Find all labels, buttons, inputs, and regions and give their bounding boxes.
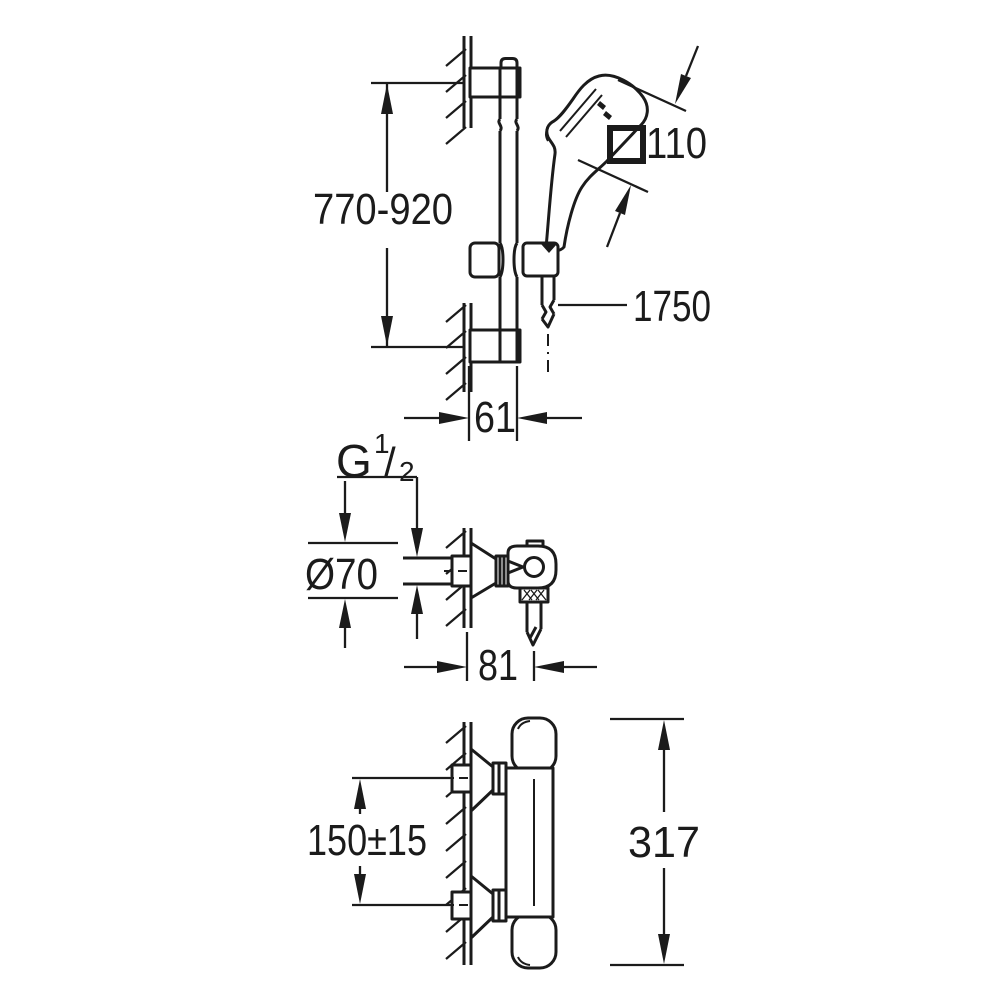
hand-shower [544,73,649,253]
spray-face-line-inner [565,94,603,138]
hose-length-label: 1750 [633,282,711,331]
spray-nozzle-mark [603,111,612,120]
mixer-body [504,766,555,919]
rail-break [497,117,520,132]
dimension-rosette-diameter: Ø70 [305,481,398,648]
dimension-head-width: 110 [577,45,707,248]
wall-union-drawing: G 1 / 2 Ø70 [305,414,597,690]
square-dimension-icon [607,125,646,164]
thread-size-label: G 1 / 2 [336,414,415,487]
rosette-diameter-label: Ø70 [305,550,378,599]
supply-connection-bottom [445,874,508,940]
supply-connection-top [445,747,508,813]
rail-waist [498,242,519,278]
connection-spacing-label: 150±15 [307,816,427,865]
shower-rail [497,57,520,330]
dimension-wall-offset: 61 [404,366,582,442]
hose-break [540,299,556,329]
rail-bracket-top [468,66,522,99]
wall-section-mixer [445,722,473,965]
wall-offset-label: 61 [474,393,516,442]
wall-section-bottom [445,303,473,401]
spray-face-line [559,88,597,132]
shower-hose [540,276,556,375]
union-hose [525,602,543,647]
shower-rail-drawing: 770-920 110 1750 61 [313,36,711,442]
dimension-thread-size: G 1 / 2 [336,414,423,639]
dimension-connection-spacing: 150±15 [307,776,450,907]
supply-pipe [403,554,479,588]
escutcheon-cone [469,747,495,813]
holder-body [506,539,558,647]
escutcheon-cone [469,874,495,940]
hose-break [525,626,543,647]
spray-nozzle-mark [597,101,606,110]
handle-cone-tip [541,244,557,253]
dimension-projection: 81 [404,632,597,690]
wall-section-top [445,36,473,145]
rail-bracket-bottom [468,328,522,364]
union-escutcheon [469,541,510,600]
rail-end-cap [499,57,519,70]
mixer-handle-top [510,716,558,774]
holder-hole [523,556,545,578]
handle-button [545,127,549,142]
projection-label: 81 [478,641,518,690]
mixer-height-label: 317 [628,818,700,867]
mixer-handle-bottom [510,912,558,970]
thermostat-drawing: 150±15 317 [307,716,700,970]
hose-nut-knurled [518,586,550,604]
shower-holder-slider [468,241,560,279]
dimension-mixer-height: 317 [610,717,700,967]
union-nut [494,554,510,588]
rail-height-label: 770-920 [313,185,453,234]
dimension-rail-height: 770-920 [313,81,463,349]
dimension-hose-length: 1750 [558,282,711,331]
head-width-label: 110 [646,119,707,168]
